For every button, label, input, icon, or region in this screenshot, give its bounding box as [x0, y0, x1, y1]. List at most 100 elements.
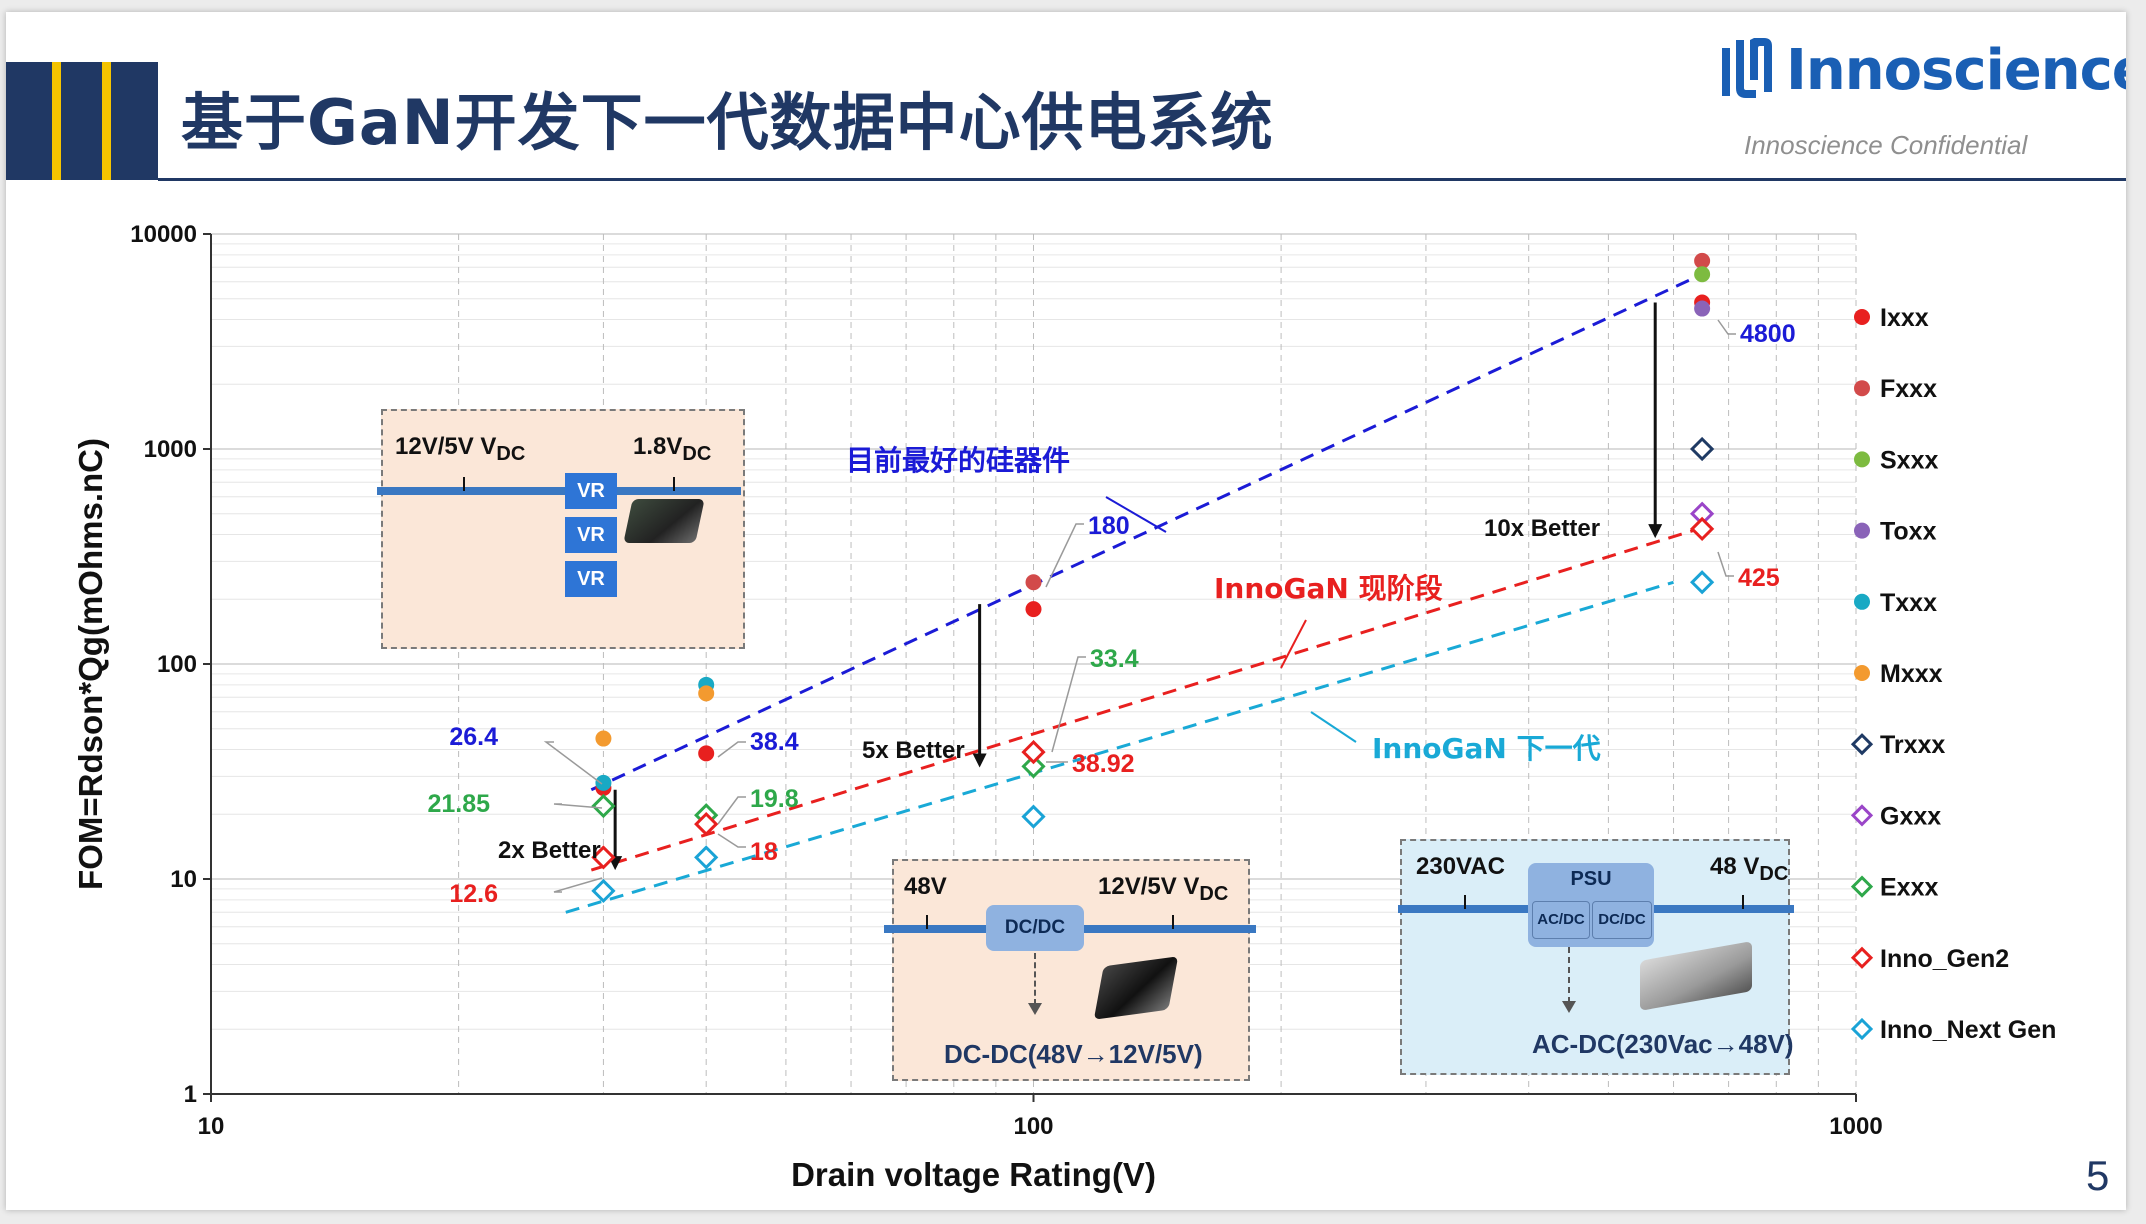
data-point — [1689, 436, 1715, 462]
trend-line — [565, 580, 1674, 914]
data-label-leader — [717, 741, 746, 758]
legend-marker — [1850, 804, 1874, 827]
slide: 基于GaN开发下一代数据中心供电系统 Innoscience Innoscien… — [6, 12, 2126, 1210]
trend-label-pointer — [1280, 619, 1307, 669]
psu-bus-tick — [1742, 895, 1744, 909]
dcdc-down-arrow — [1034, 953, 1036, 1005]
data-label: 33.4 — [1090, 645, 1139, 673]
chart-legend: IxxxFxxxSxxxToxxTxxxMxxxTrxxxGxxxExxxInn… — [1850, 304, 2056, 1044]
data-point — [1021, 804, 1046, 829]
data-point — [591, 845, 616, 870]
data-point — [1025, 574, 1042, 591]
psu-caption: AC-DC(230Vac→48V) — [1532, 1029, 1794, 1059]
data-points — [591, 252, 1715, 904]
data-label: 12.6 — [449, 880, 498, 908]
dcdc-bus-tick — [1172, 915, 1174, 929]
y-tick-label: 100 — [157, 651, 197, 678]
y-tick-label: 1000 — [144, 436, 197, 463]
data-point — [1694, 266, 1711, 283]
legend-label: Inno_Next Gen — [1880, 1016, 2056, 1044]
dcdc-left-label: 48V — [904, 873, 947, 900]
chart-labels: 目前最好的硅器件 InnoGaN 现阶段 InnoGaN 下一代 2x Better 5… — [427, 319, 1796, 908]
improvement-label: 5x Better — [862, 737, 965, 764]
legend-label: Inno_Gen2 — [1880, 945, 2009, 973]
legend-label: Fxxx — [1880, 375, 1937, 403]
data-label: 38.4 — [750, 728, 799, 756]
data-point — [694, 845, 719, 870]
psu-box-dcdc: DC/DC — [1592, 901, 1652, 939]
data-label-leader — [1045, 523, 1084, 588]
data-label: 425 — [1738, 564, 1780, 592]
legend-label: Sxxx — [1880, 446, 1938, 474]
legend-marker — [1850, 733, 1874, 756]
vr-module-image — [623, 499, 705, 543]
x-tick-label: 1000 — [1829, 1113, 1882, 1140]
data-point — [591, 793, 616, 819]
y-tick-label: 10000 — [130, 221, 197, 248]
trend-label: InnoGaN 现阶段 — [1214, 572, 1443, 605]
data-label-leader — [553, 877, 603, 893]
brand-logo: Innoscience — [1716, 32, 2126, 112]
improvement-arrows — [608, 302, 1663, 871]
psu-box-title: PSU — [1570, 868, 1612, 890]
y-tick-label: 1 — [184, 1081, 197, 1108]
vr-bus-tick — [463, 477, 465, 491]
trend-label: InnoGaN 下一代 — [1372, 732, 1601, 765]
data-point — [698, 745, 715, 762]
data-point — [1694, 300, 1711, 317]
trend-label: 目前最好的硅器件 — [846, 444, 1070, 477]
legend-marker — [1850, 875, 1874, 898]
header-stripe — [102, 62, 111, 180]
data-label-leader — [717, 833, 746, 848]
dcdc-inset: 48V 12V/5V VDC DC/DC DC-DC(48V→12V/5V) — [884, 859, 1256, 1081]
x-axis-label: Drain voltage Rating(V) — [791, 1156, 1156, 1193]
trend-label-pointer — [1310, 711, 1357, 743]
dcdc-module-image — [1093, 956, 1179, 1020]
vr-box: VR — [565, 517, 617, 553]
header-bar — [6, 62, 158, 180]
page-number: 5 — [2086, 1152, 2110, 1199]
x-tick-label: 100 — [1013, 1113, 1053, 1140]
x-tick-label: 10 — [198, 1113, 225, 1140]
dcdc-right-label: 12V/5V VDC — [1098, 873, 1229, 905]
data-label: 21.85 — [427, 790, 490, 818]
dcdc-caption: DC-DC(48V→12V/5V) — [944, 1039, 1203, 1069]
trend-label-pointer — [1105, 496, 1167, 533]
data-point — [591, 878, 616, 904]
legend-label: Ixxx — [1880, 304, 1929, 332]
data-label: 38.92 — [1072, 750, 1135, 778]
confidential-note: Innoscience Confidential — [1744, 130, 2028, 160]
vr-box: VR — [565, 473, 617, 509]
legend-label: Txxx — [1880, 589, 1937, 617]
psu-unit-image — [1640, 941, 1752, 1011]
psu-right-label: 48 VDC — [1710, 853, 1789, 885]
improvement-label: 2x Better — [498, 837, 601, 864]
vr-right-label: 1.8VDC — [633, 433, 712, 465]
psu-down-arrow — [1568, 947, 1570, 1003]
vr-inset: 12V/5V VDC 1.8VDC VR VR VR — [377, 409, 745, 649]
data-point — [595, 730, 612, 747]
data-point — [1694, 252, 1711, 269]
vr-left-label: 12V/5V VDC — [395, 433, 526, 465]
data-label: 18 — [750, 838, 778, 866]
legend-label: Trxxx — [1880, 731, 1945, 759]
legend-label: Exxx — [1880, 874, 1938, 902]
psu-inset: 230VAC 48 VDC PSU AC/DC DC/DC AC-DC(230V… — [1398, 839, 1794, 1075]
data-point — [1021, 754, 1046, 779]
legend-label: Mxxx — [1880, 660, 1943, 688]
legend-label: Toxx — [1880, 518, 1937, 546]
legend-marker — [1854, 380, 1870, 397]
data-point — [694, 811, 719, 837]
psu-box-acdc: AC/DC — [1532, 901, 1590, 939]
trend-line — [590, 526, 1703, 872]
data-label-leader — [1717, 319, 1736, 335]
y-tick-label: 10 — [170, 866, 197, 893]
vr-bus — [377, 487, 741, 495]
data-point — [698, 685, 715, 702]
dcdc-box: DC/DC — [986, 905, 1084, 951]
data-label: 180 — [1088, 512, 1130, 540]
legend-marker — [1854, 522, 1870, 539]
psu-bus-tick — [1464, 895, 1466, 909]
y-axis-label: FOM=Rdson*Qg(mOhms.nC) — [72, 438, 109, 890]
